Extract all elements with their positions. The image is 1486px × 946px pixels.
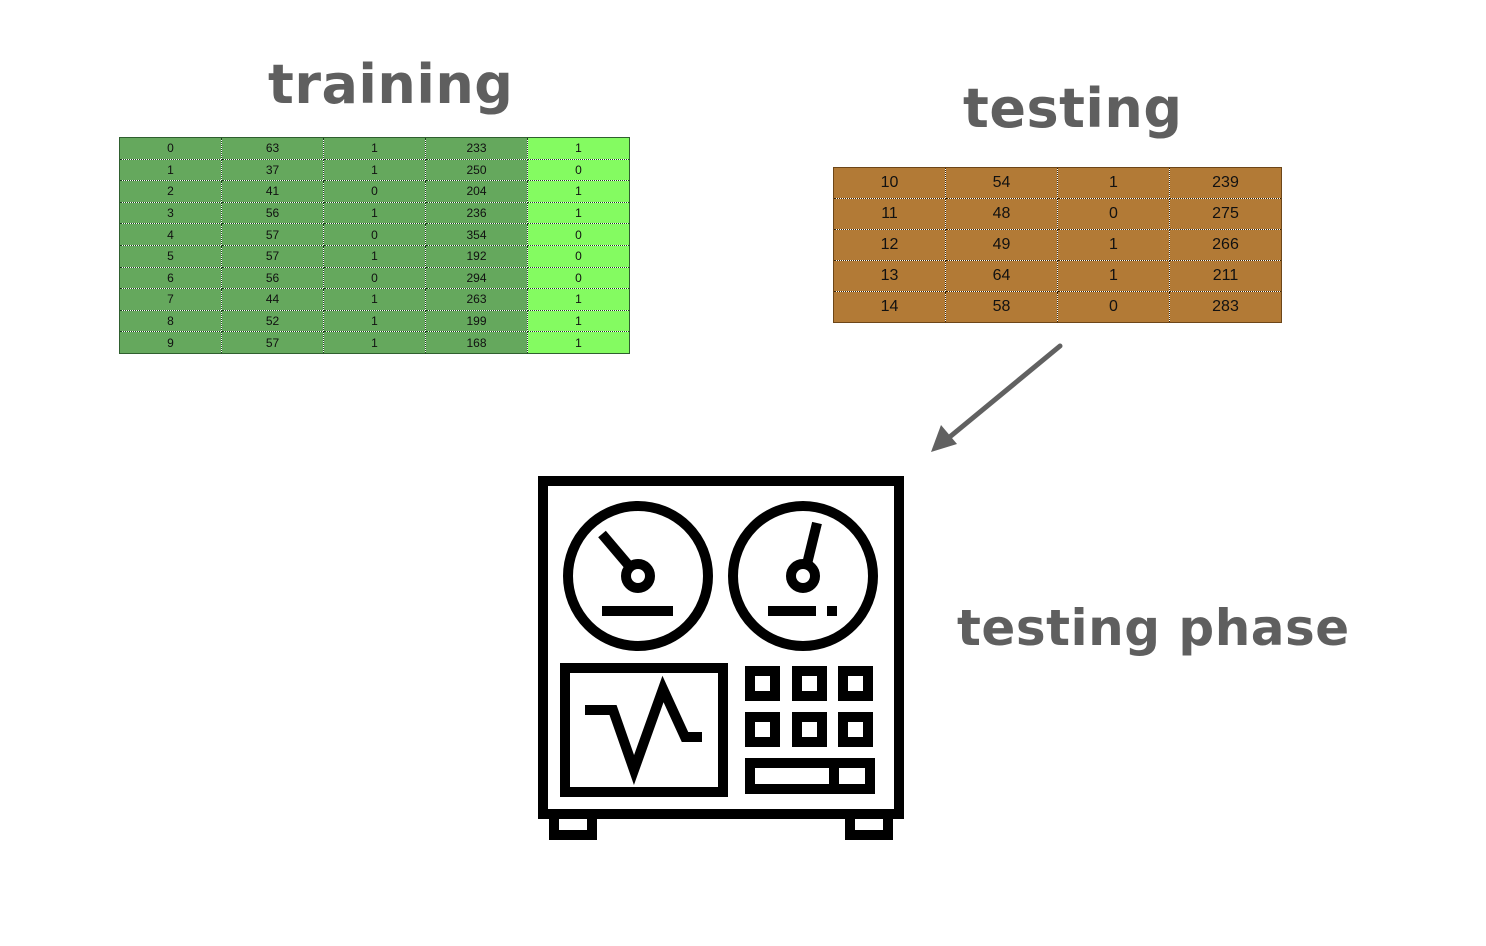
table-row: 11 48 0 275 [833,198,1282,230]
table-cell: 56 [221,267,324,290]
table-cell: 1 [323,245,426,268]
table-cell: 211 [1169,260,1282,292]
table-row: 10 54 1 239 [833,167,1282,199]
table-cell: 57 [221,331,324,354]
table-cell: 8 [119,310,222,333]
table-row: 1 37 1 250 0 [119,159,630,182]
table-cell: 57 [221,245,324,268]
table-cell: 204 [425,180,528,203]
table-cell: 1 [323,310,426,333]
testing-title: testing [963,77,1183,140]
label-cell: 1 [527,137,630,160]
table-row: 6 56 0 294 0 [119,267,630,290]
table-cell: 2 [119,180,222,203]
table-cell: 250 [425,159,528,182]
table-cell: 1 [1057,229,1170,261]
testing-phase-label: testing phase [957,599,1350,657]
table-cell: 56 [221,202,324,225]
table-cell: 52 [221,310,324,333]
table-cell: 37 [221,159,324,182]
table-cell: 12 [833,229,946,261]
table-cell: 236 [425,202,528,225]
table-cell: 14 [833,291,946,323]
table-cell: 233 [425,137,528,160]
table-cell: 0 [323,267,426,290]
label-cell: 1 [527,288,630,311]
table-cell: 49 [945,229,1058,261]
table-cell: 1 [1057,260,1170,292]
table-cell: 275 [1169,198,1282,230]
table-cell: 63 [221,137,324,160]
label-cell: 1 [527,331,630,354]
table-cell: 0 [119,137,222,160]
label-cell: 0 [527,223,630,246]
table-row: 0 63 1 233 1 [119,137,630,160]
table-cell: 7 [119,288,222,311]
reel-to-reel-tape-recorder-icon [538,476,904,840]
table-cell: 48 [945,198,1058,230]
table-row: 2 41 0 204 1 [119,180,630,203]
table-row: 14 58 0 283 [833,291,1282,323]
table-cell: 58 [945,291,1058,323]
table-cell: 9 [119,331,222,354]
table-cell: 0 [323,180,426,203]
table-cell: 0 [1057,291,1170,323]
table-cell: 1 [323,159,426,182]
table-row: 4 57 0 354 0 [119,223,630,246]
label-cell: 0 [527,267,630,290]
table-cell: 44 [221,288,324,311]
table-cell: 263 [425,288,528,311]
table-cell: 168 [425,331,528,354]
flow-arrow-icon [931,343,1063,452]
table-cell: 1 [1057,167,1170,199]
table-cell: 283 [1169,291,1282,323]
table-cell: 1 [323,202,426,225]
testing-data-table: 10 54 1 239 11 48 0 275 12 49 1 266 13 6… [833,167,1282,323]
table-cell: 354 [425,223,528,246]
table-cell: 294 [425,267,528,290]
table-row: 5 57 1 192 0 [119,245,630,268]
table-row: 9 57 1 168 1 [119,331,630,354]
label-cell: 1 [527,202,630,225]
table-row: 3 56 1 236 1 [119,202,630,225]
table-cell: 199 [425,310,528,333]
table-cell: 13 [833,260,946,292]
table-cell: 4 [119,223,222,246]
table-row: 12 49 1 266 [833,229,1282,261]
label-cell: 0 [527,245,630,268]
table-row: 7 44 1 263 1 [119,288,630,311]
table-cell: 57 [221,223,324,246]
table-cell: 1 [323,137,426,160]
training-data-table: 0 63 1 233 1 1 37 1 250 0 2 41 0 204 1 3… [119,137,630,354]
table-cell: 0 [323,223,426,246]
table-cell: 1 [323,331,426,354]
table-cell: 3 [119,202,222,225]
table-cell: 0 [1057,198,1170,230]
table-cell: 239 [1169,167,1282,199]
table-cell: 1 [119,159,222,182]
table-cell: 192 [425,245,528,268]
label-cell: 1 [527,310,630,333]
training-title: training [268,53,514,116]
table-cell: 10 [833,167,946,199]
table-cell: 64 [945,260,1058,292]
label-cell: 1 [527,180,630,203]
table-cell: 11 [833,198,946,230]
table-cell: 5 [119,245,222,268]
label-cell: 0 [527,159,630,182]
table-row: 13 64 1 211 [833,260,1282,292]
table-cell: 266 [1169,229,1282,261]
table-cell: 1 [323,288,426,311]
table-row: 8 52 1 199 1 [119,310,630,333]
table-cell: 41 [221,180,324,203]
table-cell: 6 [119,267,222,290]
table-cell: 54 [945,167,1058,199]
